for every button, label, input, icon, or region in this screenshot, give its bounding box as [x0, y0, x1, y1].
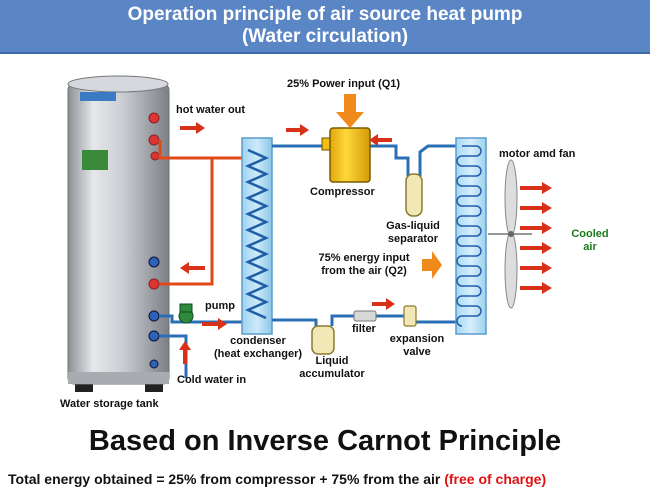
hot-water-pipes	[158, 140, 244, 286]
tank-sticker	[82, 150, 108, 170]
footer-main: Total energy obtained = 25% from compres…	[8, 471, 445, 487]
main-title: Based on Inverse Carnot Principle	[88, 425, 562, 457]
compressor	[321, 127, 371, 183]
filter	[353, 310, 377, 322]
cooled-air-label: Cooled air	[565, 228, 615, 254]
pump-label: pump	[205, 300, 235, 312]
gas-liquid-separator	[405, 173, 423, 217]
gas-liquid-separator-label: Gas-liquid separator	[378, 220, 448, 246]
condenser-label-line-2: (heat exchanger)	[213, 348, 303, 360]
cold-water-in-label: Cold water in	[177, 374, 247, 386]
filter-label: filter	[352, 323, 376, 335]
footer-text: Total energy obtained = 25% from compres…	[8, 471, 546, 487]
cooled-air-label-line-2: air	[583, 241, 597, 253]
liquid-accumulator-label: Liquid accumulator	[294, 355, 370, 381]
energy-input-label: 75% energy input from the air (Q2)	[311, 252, 417, 278]
evaporator	[455, 137, 487, 335]
fan	[488, 159, 532, 309]
condenser	[241, 137, 273, 335]
motor-fan-label: motor amd fan	[499, 148, 576, 160]
energy-input-arrow	[422, 251, 442, 279]
power-input-arrow	[336, 94, 364, 128]
liquid-acc-label-line-2: accumulator	[299, 368, 365, 380]
title-banner: Operation principle of air source heat p…	[0, 0, 650, 54]
hot-outlet-valve	[148, 112, 160, 124]
condenser-label-line-1: condenser	[230, 335, 286, 347]
expansion-valve	[403, 305, 417, 327]
hot-inlet-valve	[148, 134, 160, 146]
hot-water-out-label: hot water out	[176, 104, 246, 116]
gas-liquid-label-line-2: separator	[387, 233, 439, 245]
pump	[178, 303, 194, 324]
energy-input-label-line-2: from the air (Q2)	[321, 265, 407, 277]
energy-input-label-line-1: 75% energy input	[318, 252, 410, 264]
tank-logo	[80, 92, 116, 101]
cooled-air-label-line-1: Cooled	[571, 228, 609, 240]
water-storage-tank	[67, 75, 170, 392]
gas-liquid-label-line-1: Gas-liquid	[386, 220, 440, 232]
title-line-2: (Water circulation)	[241, 26, 409, 47]
condenser-label: condenser (heat exchanger)	[208, 335, 308, 361]
liquid-accumulator	[311, 325, 335, 355]
expansion-valve-label: expansion valve	[384, 333, 450, 359]
cooled-air-arrows	[520, 182, 552, 294]
storage-tank-label: Water storage tank	[60, 398, 159, 410]
power-input-label: 25% Power input (Q1)	[287, 78, 401, 90]
compressor-label: Compressor	[310, 186, 375, 198]
title-line-1: Operation principle of air source heat p…	[127, 4, 523, 25]
liquid-acc-label-line-1: Liquid	[315, 355, 349, 367]
flow-arrows	[179, 122, 395, 364]
expansion-label-line-1: expansion	[389, 333, 445, 345]
expansion-label-line-2: valve	[403, 346, 431, 358]
footer-highlight: (free of charge)	[444, 471, 547, 487]
